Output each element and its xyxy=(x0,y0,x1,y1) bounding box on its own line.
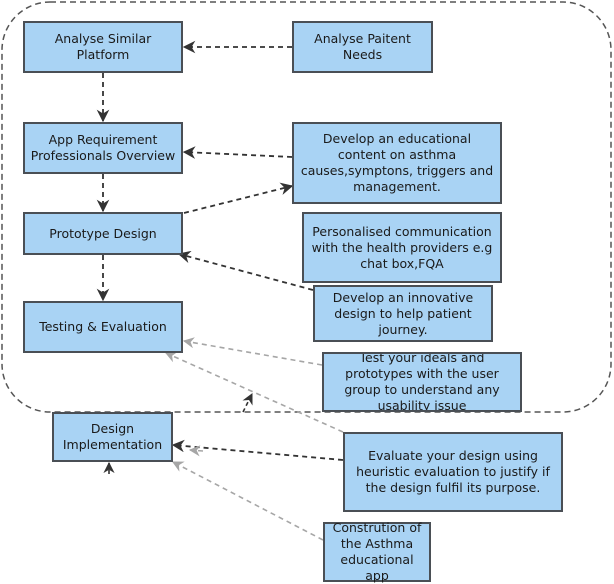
node-design-implementation[interactable]: Design Implementation xyxy=(52,412,173,462)
node-label: Testing & Evaluation xyxy=(39,319,167,334)
arrow-ideas-to-testing xyxy=(182,337,323,366)
node-label: Develop an innovative design to help pat… xyxy=(332,289,474,337)
arrow-content-to-requirement xyxy=(182,146,293,159)
node-app-requirement[interactable]: App Requirement Professionals Overview xyxy=(23,122,183,174)
node-analyse-similar-platform[interactable]: Analyse Similar Platform xyxy=(23,21,183,73)
process-group-container xyxy=(1,1,612,413)
node-label: Test your ideals and prototypes with the… xyxy=(344,352,500,412)
node-label: Personalised communication with the heal… xyxy=(311,223,493,271)
arrow-evaluate-to-testing xyxy=(164,351,344,433)
node-construction-app[interactable]: Constrution of the Asthma educational ap… xyxy=(323,520,431,583)
node-label: Develop an educational content on asthma… xyxy=(300,131,494,194)
node-evaluate-design[interactable]: Evaluate your design using heuristic eva… xyxy=(343,432,563,512)
arrow-short-to-implementation xyxy=(188,445,204,457)
arrow-evaluate-to-implementation xyxy=(171,439,344,461)
node-innovative-design[interactable]: Develop an innovative design to help pat… xyxy=(313,285,493,342)
node-label: Analyse Paitent Needs xyxy=(314,31,411,62)
node-test-ideas[interactable]: Test your ideals and prototypes with the… xyxy=(322,352,522,412)
node-label: Constrution of the Asthma educational ap… xyxy=(332,520,422,583)
node-testing-evaluation[interactable]: Testing & Evaluation xyxy=(23,301,183,353)
arrow-stub-container xyxy=(242,392,253,413)
arrow-prototype-to-content xyxy=(183,182,294,214)
node-label: Design Implementation xyxy=(62,421,163,452)
node-prototype-design[interactable]: Prototype Design xyxy=(23,212,183,255)
node-personalised-communication[interactable]: Personalised communication with the heal… xyxy=(302,212,502,283)
arrow-innovative-to-prototype xyxy=(177,250,314,291)
node-analyse-patient-needs[interactable]: Analyse Paitent Needs xyxy=(292,21,433,73)
node-label: App Requirement Professionals Overview xyxy=(30,132,176,163)
node-educational-content[interactable]: Develop an educational content on asthma… xyxy=(292,122,502,204)
arrow-construction-to-implementation xyxy=(172,461,324,541)
node-label: Prototype Design xyxy=(49,225,157,241)
node-label: Evaluate your design using heuristic eva… xyxy=(356,448,550,495)
node-label: Analyse Similar Platform xyxy=(54,31,152,62)
